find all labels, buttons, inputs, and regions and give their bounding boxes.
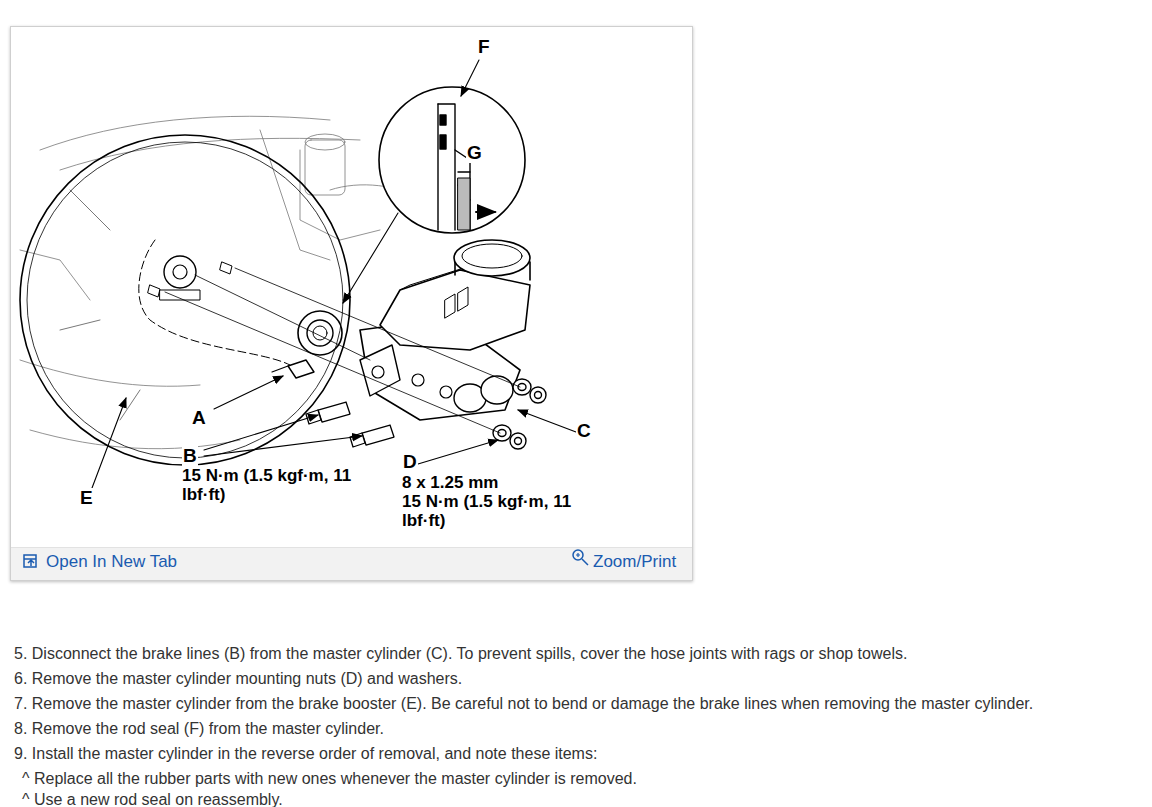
callout-letter: C	[576, 421, 592, 441]
procedure-step: 8. Remove the rod seal (F) from the mast…	[14, 719, 384, 738]
procedure-note: ^ Use a new rod seal on reassembly.	[22, 790, 283, 807]
callout-letter: A	[191, 408, 207, 428]
zoom-print-link: Zoom/Print	[593, 552, 676, 572]
procedure-step: 5. Disconnect the brake lines (B) from t…	[14, 644, 907, 663]
callout-letter: D	[402, 452, 418, 472]
figure-panel	[10, 26, 693, 581]
torque-spec: 15 N·m (1.5 kgf·m, 11 lbf·ft)	[182, 466, 367, 504]
open-tab-link: Open In New Tab	[46, 552, 177, 572]
callout-letter: B	[182, 446, 198, 466]
callout-letter: F	[477, 37, 491, 57]
torque-spec: 15 N·m (1.5 kgf·m, 11 lbf·ft)	[402, 492, 587, 530]
procedure-step: 9. Install the master cylinder in the re…	[14, 744, 597, 763]
procedure-step: 6. Remove the master cylinder mounting n…	[14, 669, 462, 688]
callout-letter: G	[466, 143, 483, 163]
procedure-note: ^ Replace all the rubber parts with new …	[22, 769, 637, 788]
callout-letter: E	[79, 488, 94, 508]
procedure-step: 7. Remove the master cylinder from the b…	[14, 694, 1033, 713]
thread-size: 8 x 1.25 mm	[402, 473, 498, 492]
